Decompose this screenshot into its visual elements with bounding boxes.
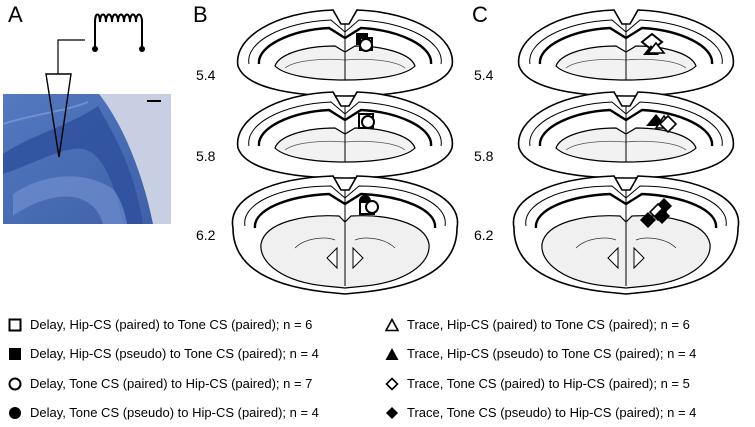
open-triangle-icon: [385, 318, 399, 332]
legend-text: Trace, Tone CS (pseudo) to Hip-CS (paire…: [407, 405, 697, 420]
legend-text: Trace, Hip-CS (pseudo) to Tone CS (paire…: [407, 346, 697, 361]
markers-panel-b: [356, 33, 379, 215]
legend-text: Delay, Tone CS (pseudo) to Hip-CS (paire…: [30, 405, 319, 420]
electrode-schematic: [45, 13, 145, 158]
coil-icon: [94, 13, 143, 23]
depth-label-b-3: 6.2: [196, 227, 216, 243]
histology-photo: [3, 94, 171, 224]
brain-sections: [231, 8, 740, 296]
filled-diamond-icon: [386, 407, 398, 419]
open-circle-marker: [359, 38, 373, 52]
open-triangle-marker: [646, 41, 666, 54]
open-diamond-marker: [658, 114, 678, 134]
legend-text: Trace, Hip-CS (paired) to Tone CS (paire…: [407, 317, 690, 332]
legend-text: Delay, Tone CS (paired) to Hip-CS (paire…: [30, 376, 313, 391]
markers-panel-c: [640, 32, 678, 228]
open-circle-marker: [365, 200, 379, 214]
filled-circle-icon: [9, 407, 21, 419]
filled-diamond-marker: [654, 208, 670, 224]
depth-label-b-2: 5.8: [196, 148, 216, 164]
filled-square-icon: [9, 348, 21, 360]
electrode-icon: [45, 73, 72, 158]
depth-label-c-3: 6.2: [474, 227, 494, 243]
filled-diamond-marker: [640, 212, 656, 228]
depth-label-c-1: 5.4: [474, 67, 494, 83]
depth-label-c-2: 5.8: [474, 148, 494, 164]
panel-label-b: B: [193, 2, 208, 27]
filled-triangle-icon: [385, 348, 399, 360]
panel-label-a: A: [8, 2, 23, 27]
panel-label-c: C: [472, 2, 488, 27]
open-diamond-icon: [385, 377, 399, 391]
legend-text: Trace, Tone CS (paired) to Hip-CS (paire…: [407, 376, 690, 391]
open-circle-marker: [361, 115, 375, 129]
depth-label-b-1: 5.4: [196, 67, 216, 83]
legend-text: Delay, Hip-CS (pseudo) to Tone CS (paire…: [30, 346, 319, 361]
open-circle-icon: [8, 377, 22, 391]
legend-text: Delay, Hip-CS (paired) to Tone CS (paire…: [30, 317, 313, 332]
open-square-icon: [8, 318, 22, 332]
